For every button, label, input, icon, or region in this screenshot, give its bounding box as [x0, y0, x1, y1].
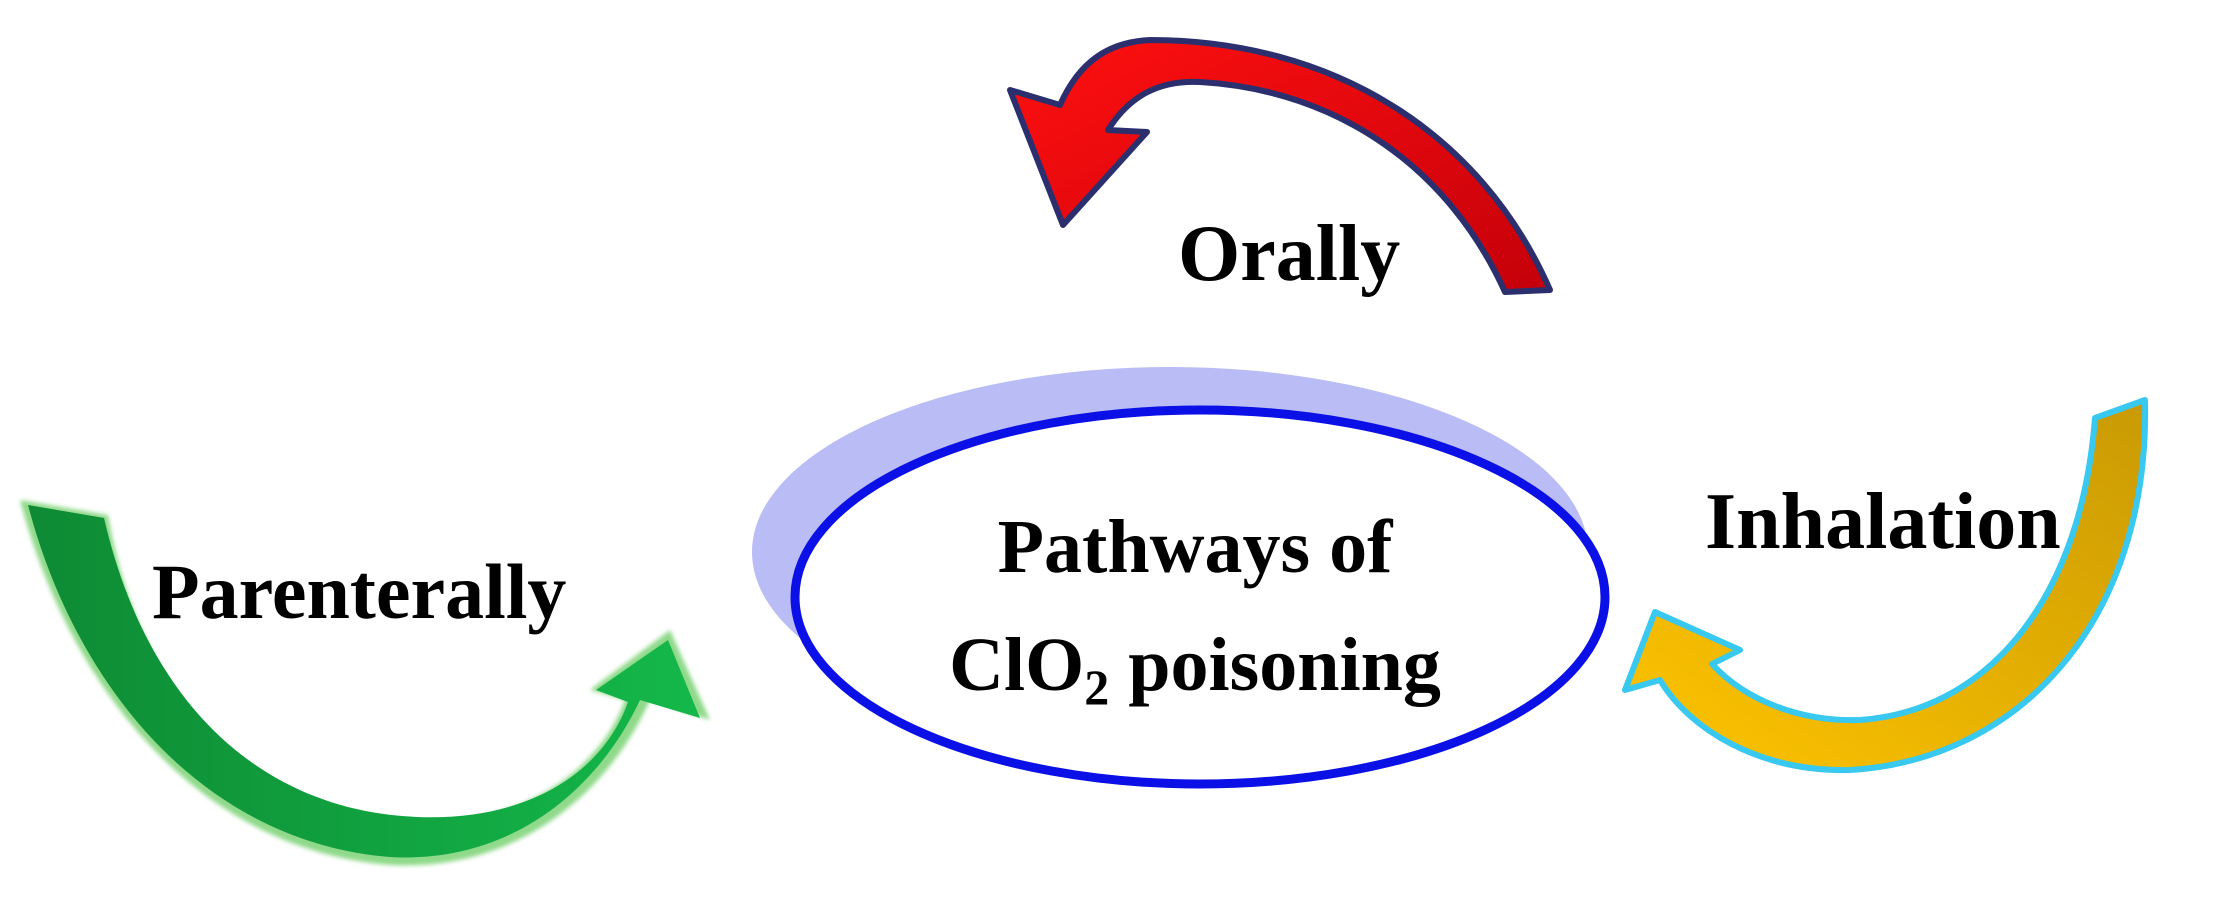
center-title-subscript: 2	[1084, 659, 1109, 715]
orally-label: Orally	[1178, 210, 1400, 298]
parenterally-label: Parenterally	[152, 548, 566, 635]
center-node: Pathways of ClO2 poisoning	[752, 367, 1610, 789]
center-title-line1: Pathways of	[998, 505, 1394, 589]
center-title-prefix: ClO	[949, 623, 1084, 707]
inhalation-arrow	[1622, 397, 2149, 774]
route-orally: Orally	[1007, 37, 1553, 298]
center-title-line2: ClO2 poisoning	[949, 623, 1441, 715]
route-parenterally: Parenterally	[20, 500, 710, 866]
center-title-suffix: poisoning	[1109, 623, 1441, 707]
center-ellipse	[790, 405, 1610, 789]
inhalation-label: Inhalation	[1705, 478, 2061, 566]
route-inhalation: Inhalation	[1622, 397, 2149, 774]
parenterally-arrow	[28, 505, 700, 858]
orally-arrow	[1007, 37, 1553, 295]
